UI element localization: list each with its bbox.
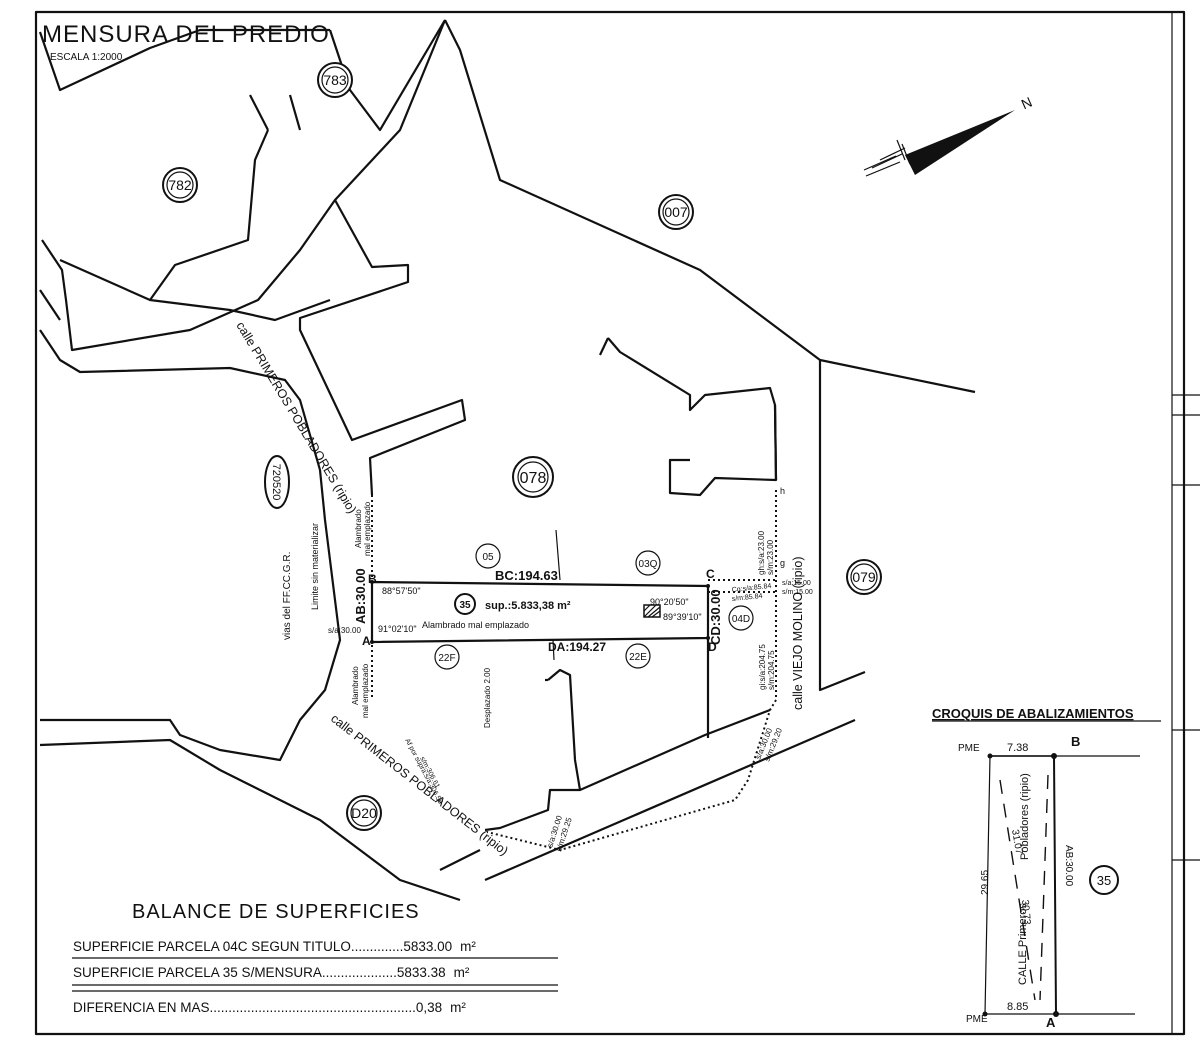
parcel-22e-label: 22E [629, 652, 647, 663]
parcel-35-outline[interactable] [370, 580, 710, 644]
croquis-street-1: Pobladores (ripio) [1019, 773, 1031, 860]
side-da: DA:194.27 [548, 640, 606, 654]
parcel-079-label: 079 [852, 569, 876, 585]
fence-note: Alambrado mal emplazado [422, 620, 529, 630]
balance-row-1-value: 5833.00 [403, 939, 452, 954]
limit-label: Limite sin materializar [310, 523, 320, 610]
vertex-d: D [708, 640, 717, 654]
parcel-783-label: 783 [323, 72, 347, 88]
parcel-007-label: 007 [664, 204, 688, 220]
north-label: N [1019, 94, 1035, 113]
angle-d: 89°39'10" [663, 612, 702, 622]
gi-note-1: gi:s/a:204.75 [758, 644, 767, 690]
parcel-05-label: 05 [482, 552, 494, 563]
balance-row-2: SUPERFICIE PARCELA 35 S/MENSURA.........… [73, 965, 470, 980]
parcel-35-dimensions: B A C D AB:30.00 BC:194.63 CD:30.00 DA:1… [328, 486, 813, 853]
balance-row-2-unit: m² [454, 965, 470, 980]
angle-a: 91°02'10" [378, 624, 417, 634]
sa30-note: s/a:30.00 [328, 626, 361, 635]
side-ab: AB:30.00 [353, 568, 368, 624]
parcel-720520-label: 720520 [270, 464, 282, 501]
balance-row-3-dots: ........................................… [210, 1000, 416, 1015]
parcel-04d-label: 04D [732, 614, 750, 625]
side-bc: BC:194.63 [495, 568, 558, 583]
point-h: h [780, 486, 785, 496]
croquis-ab: AB:30.00 [1063, 845, 1074, 887]
survey-dotted-lines [371, 490, 777, 852]
fence-left-top-2: mal emplazado [363, 501, 372, 556]
balance-row-3-unit: m² [450, 1000, 466, 1015]
parcel-35-area: sup.:5.833,38 m² [485, 600, 571, 612]
parcel-d20-label: D20 [351, 805, 377, 821]
croquis-dist-top: 7.38 [1007, 742, 1028, 754]
croquis-dist-2: 30.73 [1019, 899, 1032, 925]
vertex-c: C [706, 567, 715, 581]
street-primeros-pobladores-bottom: calle PRIMEROS POBLADORES (ripio) [328, 711, 511, 858]
point-g: g [780, 558, 785, 568]
balance-title: BALANCE DE SUPERFICIES [132, 901, 420, 923]
balance-row-3: DIFERENCIA EN MAS.......................… [73, 1000, 466, 1015]
displaced-note: Desplazado 2.00 [483, 667, 492, 728]
parcel-labels: 783 782 007 078 079 D20 720520 05 03Q 04… [162, 62, 882, 831]
croquis-vertex-a: A [1046, 1015, 1056, 1030]
vertex-a: A [362, 634, 371, 648]
croquis-pme-bottom: PME [966, 1014, 988, 1025]
parcel-782-label: 782 [168, 177, 192, 193]
north-arrow-icon: N [863, 94, 1035, 177]
balance-row-2-dots: .................... [322, 965, 397, 980]
parcel-22f-label: 22F [438, 653, 455, 664]
sheet-frame [34, 10, 1186, 1036]
balance-row-1-label: SUPERFICIE PARCELA 04C SEGUN TITULO [73, 939, 351, 954]
fence-left-bot-2: mal emplazado [361, 663, 370, 718]
ffcc-label: vias del FF.CC.G.R. [282, 552, 293, 640]
balance-row-1-dots: .............. [351, 939, 404, 954]
balance-row-2-label: SUPERFICIE PARCELA 35 S/MENSURA [73, 965, 322, 980]
fence-left-bot-1: Alambrado [351, 666, 360, 705]
croquis-street-2: CALLE Primeros [1017, 903, 1029, 985]
fence-left-top-1: Alambrado [354, 509, 363, 548]
s15-note-1: s/a:15.00 [782, 580, 811, 587]
balance-row-3-label: DIFERENCIA EN MAS [73, 1000, 210, 1015]
croquis-dist-1: 31.07 [1009, 829, 1024, 856]
balance-row-3-value: 0,38 [416, 1000, 442, 1015]
plan-scale: ESCALA 1:2000 [50, 52, 123, 63]
vertex-b: B [368, 572, 377, 586]
angle-b: 88°57'50" [382, 586, 421, 596]
balance-row-1-unit: m² [460, 939, 476, 954]
balance-row-1: SUPERFICIE PARCELA 04C SEGUN TITULO.....… [73, 939, 476, 954]
side-cd: CD:30.00 [708, 589, 723, 645]
gi-note-2: s/m:204.75 [767, 650, 776, 690]
cg-note-1: Cg:s/a:85.84 [731, 583, 771, 594]
croquis-pme-top: PME [958, 743, 980, 754]
croquis-sketch: CROQUIS DE ABALIZAMIENTOS PME PME 7.38 8… [932, 706, 1161, 1030]
croquis-dist-bottom: 8.85 [1007, 1001, 1028, 1013]
croquis-parcel-35: 35 [1097, 873, 1111, 888]
gh-note-1: gh:s/a:23.00 [757, 530, 766, 575]
parcel-078-label: 078 [520, 470, 547, 487]
parcel-03q-label: 03Q [639, 559, 658, 570]
balance-row-2-value: 5833.38 [397, 965, 446, 980]
parcel-35-number: 35 [459, 600, 471, 611]
s15-note-2: s/m:15.00 [782, 589, 813, 596]
street-viejo-molino: calle VIEJO MOLINO (ripio) [791, 556, 805, 710]
balance-table: BALANCE DE SUPERFICIES SUPERFICIE PARCEL… [72, 901, 558, 1015]
croquis-title: CROQUIS DE ABALIZAMIENTOS [932, 706, 1134, 721]
croquis-dist-3: 29.65 [980, 870, 991, 895]
croquis-vertex-b: B [1071, 734, 1080, 749]
cg-note-2: s/m:85.84 [731, 593, 762, 603]
block-lines [38, 19, 976, 902]
gh-note-2: s/m:23.00 [766, 539, 775, 575]
angle-c: 90°20'50" [650, 597, 689, 607]
